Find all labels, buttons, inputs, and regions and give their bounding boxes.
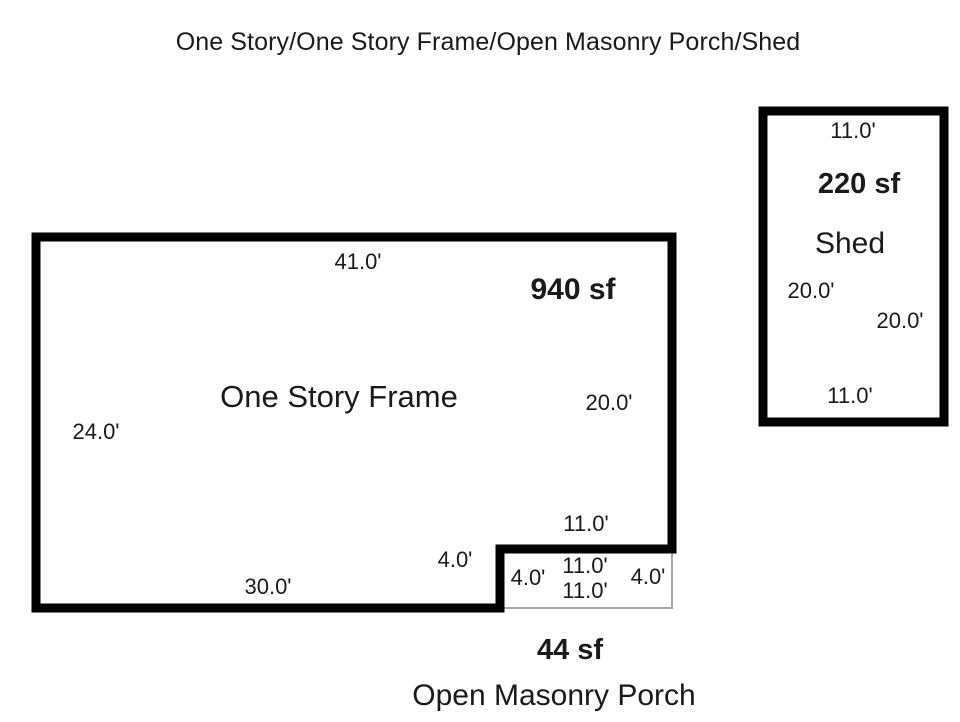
porch-dim-bottom: 11.0' (562, 578, 608, 603)
main-dim-right-lower-horizontal: 11.0' (563, 511, 609, 536)
main-area-label: 940 sf (530, 273, 616, 306)
main-dim-notch-vertical: 4.0' (437, 547, 473, 572)
page-title: One Story/One Story Frame/Open Masonry P… (175, 28, 801, 56)
shed-dim-top: 11.0' (830, 118, 876, 143)
shed-dim-bottom: 11.0' (827, 383, 873, 408)
porch-dim-right: 4.0' (630, 564, 666, 589)
shed-area-label: 220 sf (817, 168, 901, 200)
shed-outline-shape (758, 106, 949, 427)
shed-dim-right: 20.0' (876, 308, 924, 333)
main-structure-outline-shape (31, 232, 677, 613)
main-dim-left: 24.0' (72, 419, 120, 444)
shed-dim-left: 20.0' (787, 278, 835, 303)
porch-name-label: Open Masonry Porch (412, 679, 696, 712)
porch-dim-left: 4.0' (510, 565, 546, 590)
porch-area-label: 44 sf (536, 634, 604, 666)
shed-name-label: Shed (814, 227, 886, 260)
main-dim-right-upper: 20.0' (585, 390, 633, 415)
porch-outline-shape (499, 548, 673, 609)
main-structure-name: One Story Frame (220, 379, 458, 414)
porch-dim-top: 11.0' (562, 553, 608, 578)
main-dim-top: 41.0' (334, 249, 382, 274)
main-dim-bottom: 30.0' (244, 574, 292, 599)
